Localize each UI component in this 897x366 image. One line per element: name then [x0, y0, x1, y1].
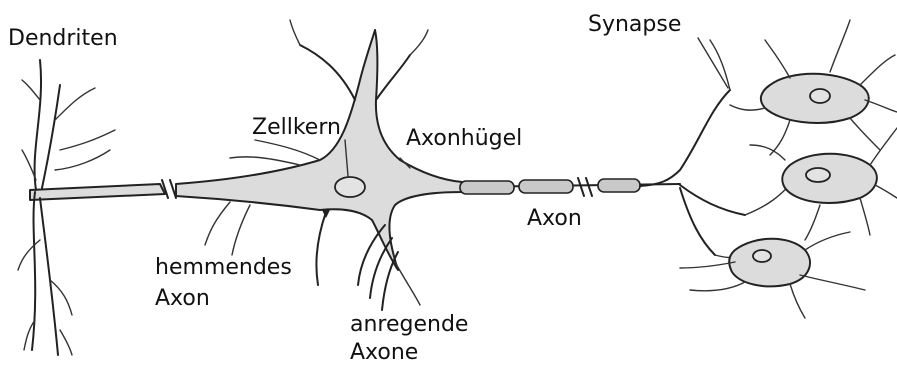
dendrite-tree [18, 60, 165, 355]
axon-terminals [640, 40, 790, 258]
target-neuron-bottom [680, 232, 865, 318]
label-axon: Axon [527, 206, 582, 232]
label-anregende-axone-line1: anregende [350, 312, 468, 338]
excitatory-axons [358, 225, 398, 310]
label-zellkern: Zellkern [252, 115, 341, 141]
label-synapse: Synapse [588, 12, 681, 38]
label-anregende-axone-line2: Axone [350, 340, 418, 366]
break-mark-left [162, 180, 176, 198]
pointer-lines [345, 38, 728, 176]
label-hemmendes-axon-line2: Axon [155, 286, 210, 312]
target-neuron-top [730, 20, 897, 155]
label-hemmendes-axon-line1: hemmendes [155, 255, 292, 281]
inhibitory-axon [316, 210, 330, 285]
myelinated-axon [460, 178, 680, 196]
label-dendriten: Dendriten [8, 26, 118, 52]
label-axonhuegel: Axonhügel [406, 126, 522, 152]
nucleus [335, 177, 365, 197]
